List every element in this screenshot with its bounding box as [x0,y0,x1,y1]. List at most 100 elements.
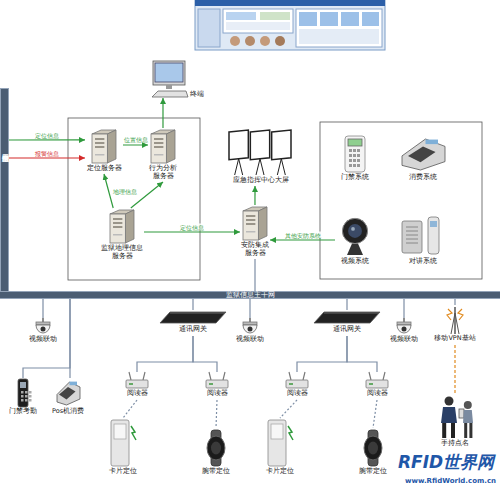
keypad-icon [341,135,369,173]
doorpad-icon [14,378,32,408]
node-label: 阅读器 [127,390,148,398]
pos-icon [398,135,448,173]
edge-label: 其他安防系统 [285,231,321,238]
server-node: 安防集成服务器 [240,205,270,259]
connector [454,345,455,395]
wrist-icon [359,428,387,468]
server-node: 定位服务器 [85,128,123,174]
connector [216,400,217,428]
connector [123,144,148,145]
node-label: Pos机消费 [52,408,84,416]
node-label: 行为分析服务器 [148,164,178,180]
server-icon [90,128,118,164]
connector [347,336,377,372]
connector [346,299,347,310]
connector [454,299,455,305]
connector [9,157,85,158]
connector [131,182,163,208]
reader-node: 阅读器 [282,372,312,400]
node-label: 视频联动 [236,336,264,344]
edge-label: 位置信息 [124,136,148,143]
cardreader-icon [265,418,295,468]
terminal-node: 终端 [150,58,208,98]
reader-icon [284,372,310,390]
server-group-frame [68,118,200,280]
edge-label: 地理信息 [113,188,137,195]
antenna-icon [445,305,465,335]
card-tag-node: 卡片定位 [262,418,298,478]
connector [280,400,297,418]
connector [162,98,163,128]
handheld-rollcall-node: 手持点名 [430,395,480,450]
node-label: 腕带定位 [359,468,387,476]
reader-icon [204,372,230,390]
node-label: 对讲系统 [409,257,437,265]
gateway-node: 通讯网关 [312,310,382,336]
node-label: 安防集成服务器 [240,241,270,257]
node-label: 门禁考勤 [9,408,37,416]
node-label: 阅读器 [207,390,228,398]
reader-node: 阅读器 [202,372,232,400]
pc-icon [150,60,190,98]
node-label: 腕带定位 [202,468,230,476]
reader-node: 阅读器 [122,372,152,400]
camera-node: 视频联动 [386,318,422,346]
subsystem-group-frame [320,122,482,279]
server-icon [108,208,136,244]
edge-label: 报警信息 [35,149,59,156]
intercom-icon [398,215,448,257]
camera-icon [33,318,53,336]
connector [144,231,240,232]
wrist-tag-node: 腕带定位 [198,428,234,478]
intercom-system-node: 对讲系统 [395,215,450,269]
node-label: 消费系统 [409,173,437,181]
camera-node: 视频联动 [25,318,61,346]
payment-system-node: 消费系统 [395,135,450,185]
node-label: 阅读器 [367,390,388,398]
connector [373,400,377,428]
wrist-icon [202,428,230,468]
connector [254,259,255,291]
base-station-node: 移动VPN基站 [430,305,480,345]
connector [249,299,250,318]
video-system-node: 视频系统 [335,215,375,269]
server-icon [241,205,269,241]
connector [23,299,70,378]
reader-icon [364,372,390,390]
camera-icon [394,318,414,336]
camera-icon [240,318,260,336]
connector [192,299,193,310]
connector [42,299,43,318]
node-label: 通讯网关 [333,326,361,334]
attendance-device: 门禁考勤 [8,378,38,418]
edge-label: 定位信息 [180,223,204,230]
big-screen-node: 应急指挥中心大屏 [225,128,297,186]
connector [403,299,404,318]
node-label: 视频系统 [341,257,369,265]
software-screenshot [195,0,385,50]
node-label: 移动VPN基站 [434,335,475,343]
screens-icon [226,128,296,176]
node-label: 终端 [190,90,204,98]
server-icon [149,128,177,164]
node-label: 监狱信息主干网 [226,292,275,298]
edge-label: 定位信息 [35,131,59,138]
node-label: 通讯网关 [179,326,207,334]
node-label: 应急指挥中心大屏 [233,176,289,184]
reader-icon [124,372,150,390]
camera-node: 视频联动 [232,318,268,346]
cardreader-icon [108,418,138,468]
access-system-node: 门禁系统 [335,135,375,185]
pos-icon [53,378,83,408]
person-icon [435,395,475,440]
node-label: 卡片定位 [266,468,294,476]
node-label: 视频联动 [390,336,418,344]
backbone-bar: 监狱信息主干网 [0,291,500,299]
connector [123,400,137,418]
connector [137,336,193,372]
pos-device: Pos机消费 [48,378,88,418]
connector [69,299,70,378]
connector [254,186,255,205]
node-label: 视频联动 [29,336,57,344]
